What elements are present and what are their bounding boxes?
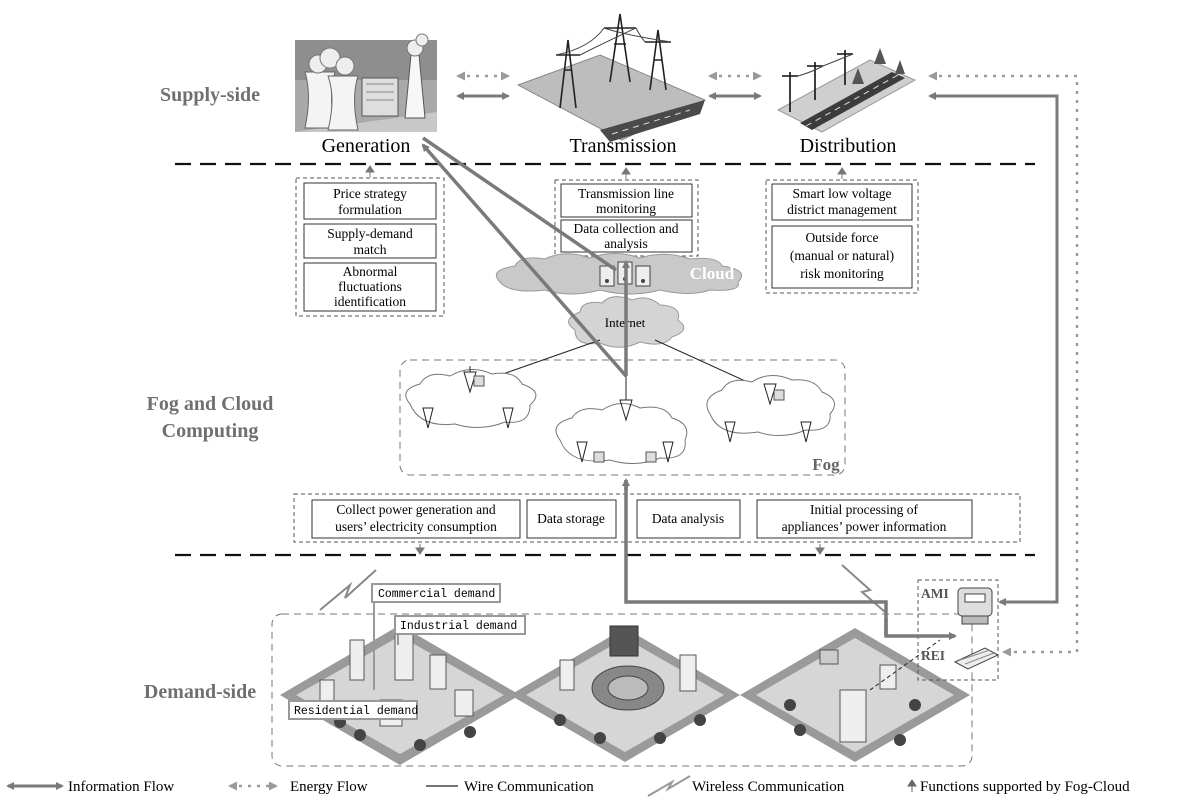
legend-wireless-icon [647, 775, 691, 797]
info-flow-generation-fog-2 [422, 136, 617, 272]
city-tile-center [510, 625, 740, 762]
dist-func-2-line2: (manual or natural) [790, 248, 894, 263]
generation-functions-group: Price strategy formulation Supply-demand… [295, 177, 445, 317]
fog-functions-group: Collect power generation and users’ elec… [293, 493, 1021, 543]
legend-info-flow: Information Flow [68, 779, 174, 795]
fog-support-arrow-right [815, 544, 825, 555]
gen-func-3-line3: identification [334, 294, 406, 309]
dist-func-2-line3: risk monitoring [800, 266, 884, 281]
distribution-line-icon [776, 48, 917, 133]
fog-support-arrow-left [415, 544, 425, 555]
gen-func-2-line2: match [354, 242, 387, 257]
fog-func-4-line1: Initial processing of [810, 502, 918, 517]
rei-solar-icon [953, 647, 1000, 670]
fog-cloud-label-line1: Fog and Cloud [147, 393, 274, 415]
trans-func-2-line2: analysis [604, 236, 648, 251]
distribution-functions-group: Smart low voltage district management Ou… [765, 179, 919, 294]
gen-func-3-line2: fluctuations [338, 279, 402, 294]
cloud-label: Cloud [690, 264, 735, 283]
generation-label: Generation [322, 135, 411, 157]
dist-func-2-line1: Outside force [805, 230, 878, 245]
wireless-icon-right [841, 564, 886, 613]
smart-meter-icon [957, 587, 993, 625]
energy-flow-distribution-rei [928, 71, 1079, 657]
supply-side-label: Supply-side [160, 84, 260, 106]
city-tile-left [280, 625, 520, 765]
wireless-icon-left [319, 569, 377, 611]
gen-func-1-line1: Price strategy [333, 186, 407, 201]
legend: Information Flow Energy Flow Wire Commun… [6, 775, 1130, 797]
gen-func-3-line1: Abnormal [343, 264, 398, 279]
distribution-label: Distribution [800, 135, 897, 157]
commercial-demand-label: Commercial demand [378, 588, 495, 601]
legend-energy-flow: Energy Flow [290, 779, 368, 795]
fog-func-3: Data analysis [652, 511, 724, 526]
gen-support-arrow [365, 165, 375, 177]
residential-demand-callout: Residential demand [288, 700, 418, 720]
info-flow-fog-demand [624, 480, 957, 640]
dist-func-1-line2: district management [787, 202, 897, 217]
dist-func-1-line1: Smart low voltage [793, 186, 892, 201]
generation-plant-icon [295, 33, 437, 132]
gen-func-2-line1: Supply-demand [327, 226, 413, 241]
rei-label: REI [921, 648, 945, 663]
trans-func-1-line1: Transmission line [578, 186, 674, 201]
city-tile-right [740, 628, 970, 762]
ami-label: AMI [921, 586, 949, 601]
transmission-tower-icon [516, 13, 707, 142]
dist-support-arrow [837, 167, 847, 179]
gen-func-1-line2: formulation [338, 202, 402, 217]
fog-func-4-line2: appliances’ power information [782, 519, 947, 534]
trans-func-2-line1: Data collection and [574, 221, 679, 236]
demand-side-label: Demand-side [144, 681, 256, 703]
legend-wireless: Wireless Communication [692, 779, 845, 795]
fog-func-1-line2: users’ electricity consumption [335, 519, 497, 534]
trans-func-1-line2: monitoring [596, 201, 656, 216]
trans-support-arrow [621, 167, 631, 179]
industrial-demand-callout: Industrial demand [394, 615, 526, 645]
fog-cluster-center [555, 399, 688, 464]
fog-label: Fog [812, 455, 840, 474]
legend-function-arrow-icon [907, 779, 917, 792]
industrial-demand-label: Industrial demand [400, 620, 517, 633]
legend-functions: Functions supported by Fog-Cloud [920, 779, 1130, 795]
info-flow-generation-fog-1 [421, 143, 628, 378]
transmission-label: Transmission [569, 135, 676, 157]
demand-region [271, 613, 973, 767]
fog-func-2: Data storage [537, 511, 605, 526]
residential-demand-label: Residential demand [294, 705, 418, 718]
fog-cloud-label-line2: Computing [162, 420, 259, 442]
legend-wire: Wire Communication [464, 779, 594, 795]
fog-func-1-line1: Collect power generation and [336, 502, 496, 517]
fog-cluster-right [706, 375, 835, 443]
fog-cluster-left [405, 366, 537, 429]
commercial-demand-callout: Commercial demand [371, 583, 501, 690]
